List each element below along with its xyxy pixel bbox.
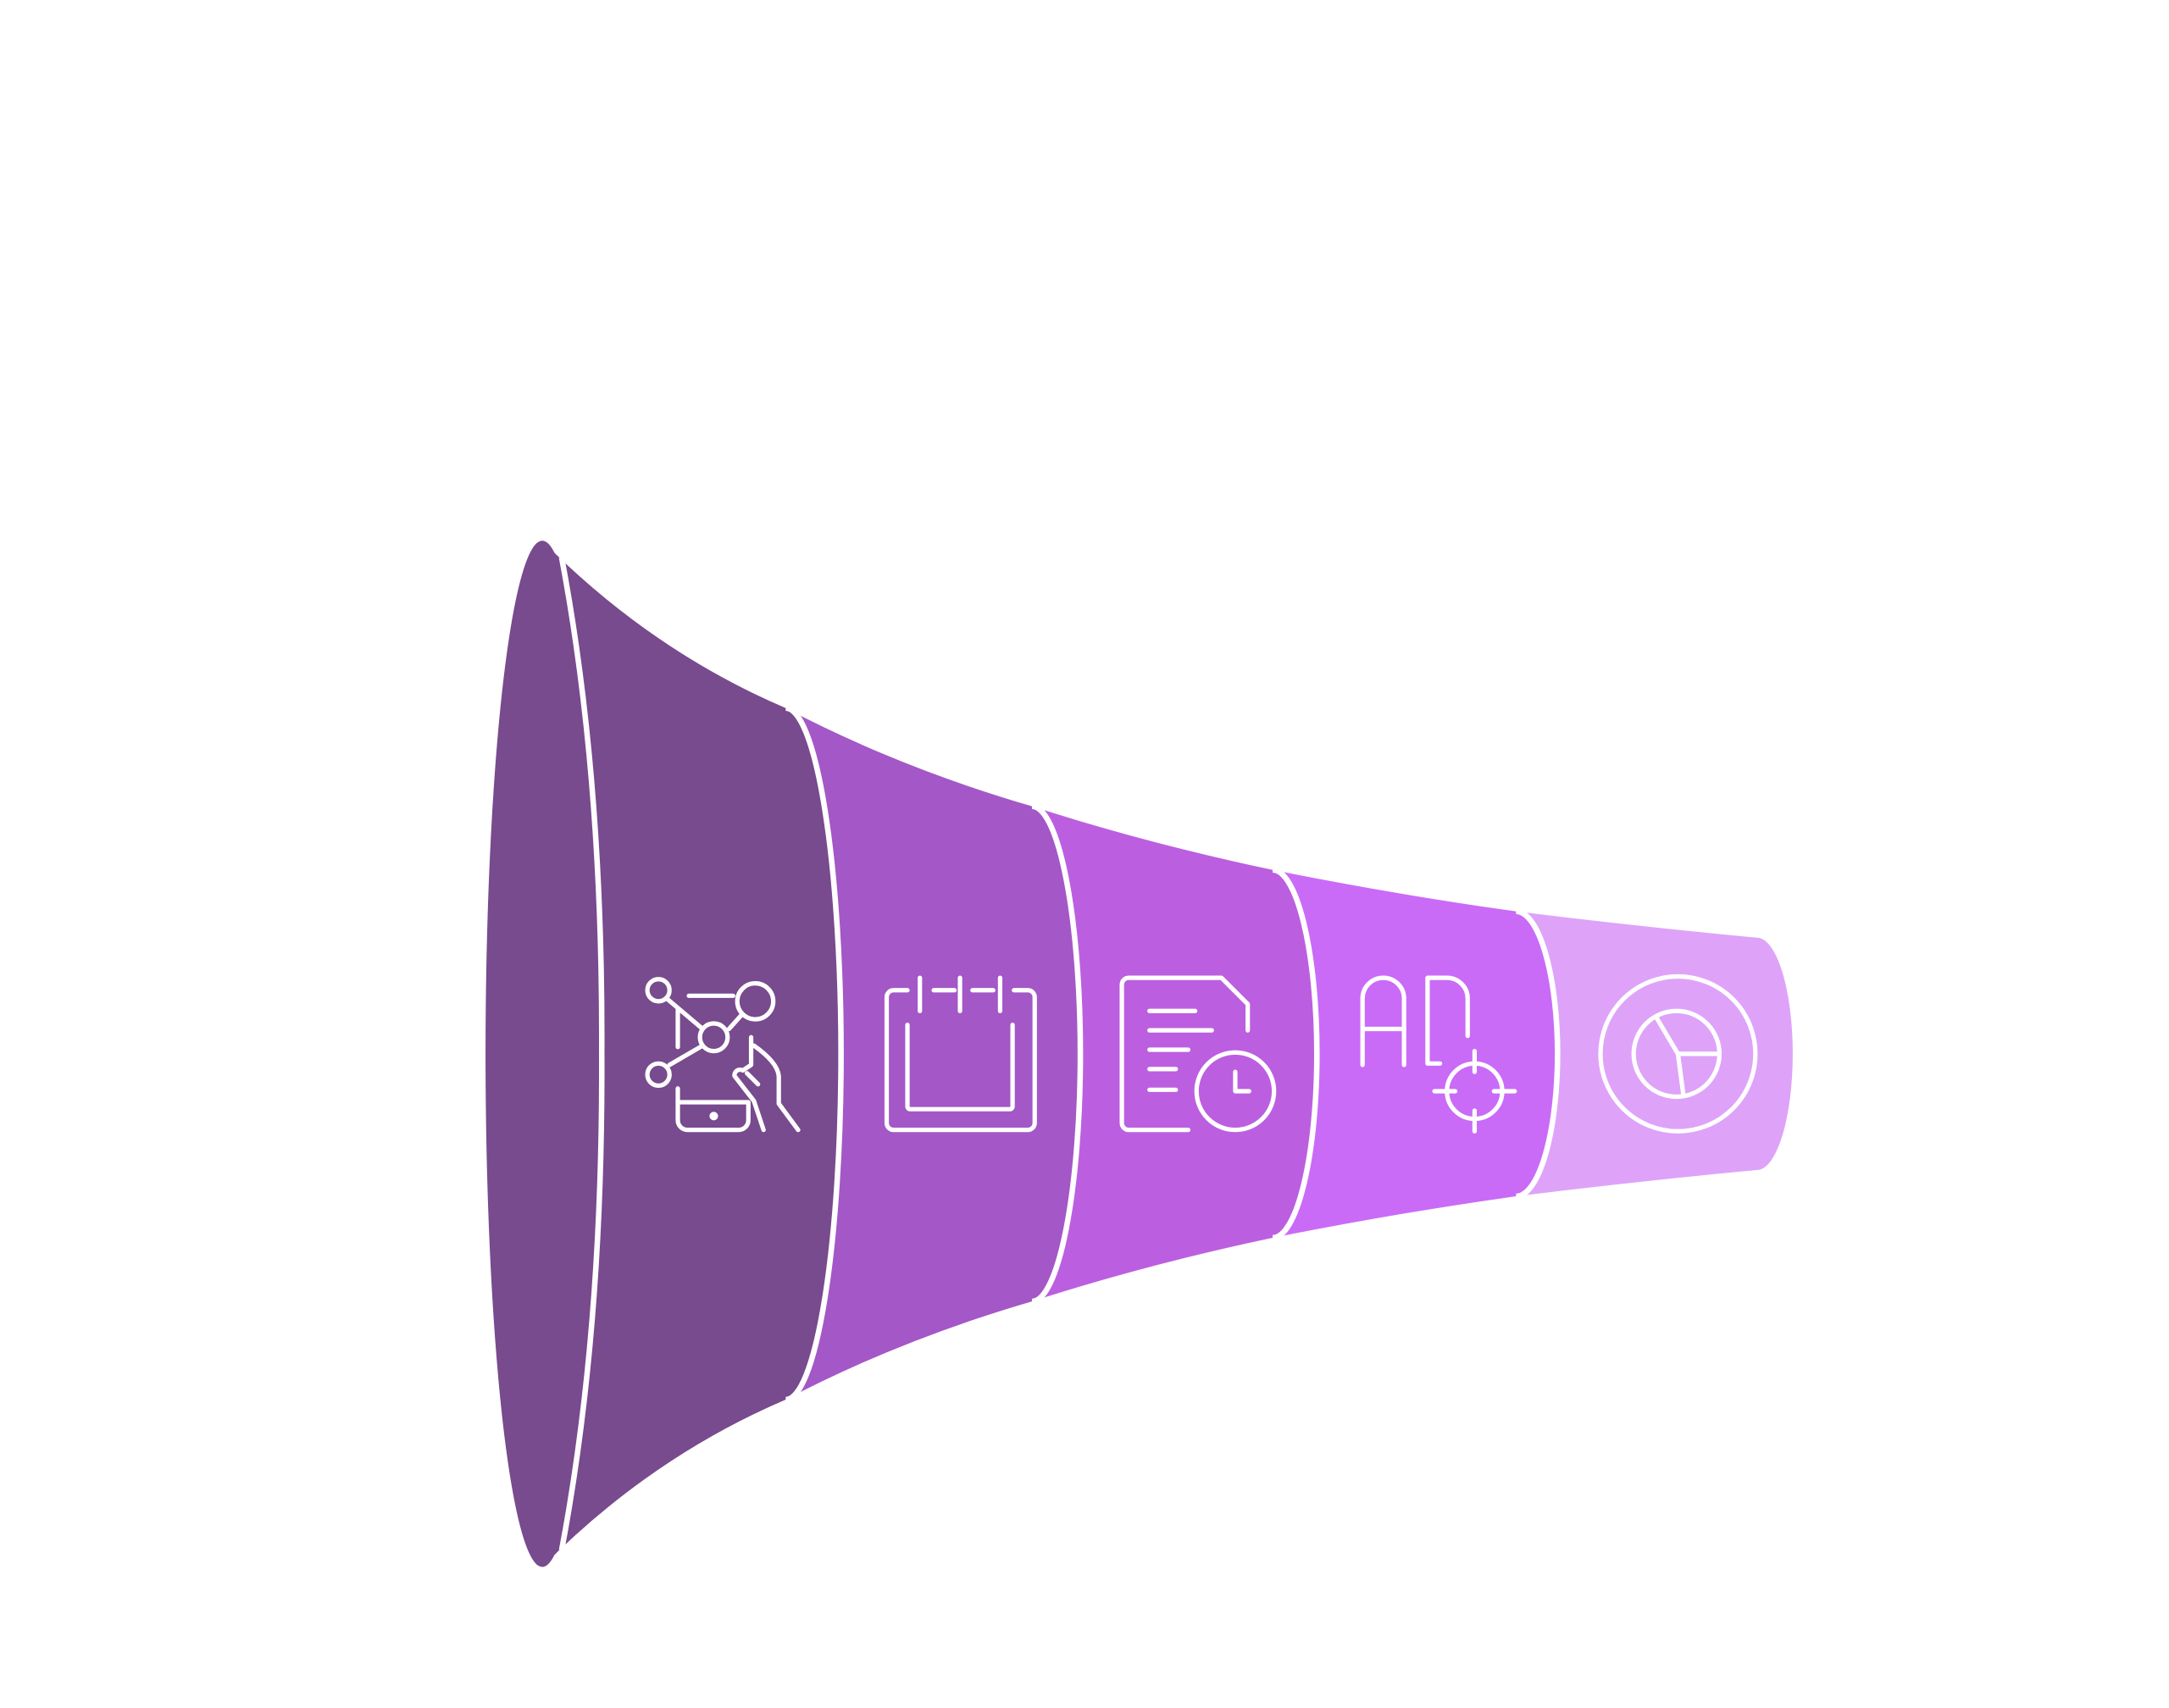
funnel-mouth-rim: [558, 557, 605, 1551]
segment-separator: [1031, 803, 1084, 1305]
funnel-segment-2: [785, 707, 1081, 1400]
pie-chart-icon: [1598, 973, 1758, 1134]
funnel-segment-5: [1516, 911, 1793, 1197]
segment-separator: [785, 705, 844, 1403]
document-clock-icon: [1119, 975, 1277, 1133]
ad-target-icon: [1360, 975, 1517, 1134]
funnel-segment-3: [1031, 806, 1317, 1302]
segment-separator: [1272, 867, 1320, 1241]
funnel-icons: [645, 973, 1758, 1134]
calendar-icon: [884, 975, 1037, 1133]
network-analysis-person-icon: [645, 977, 801, 1133]
segment-separator: [1516, 908, 1561, 1200]
funnel-segment-4: [1273, 869, 1558, 1238]
funnel-segments: [485, 541, 1793, 1567]
funnel-mouth: [485, 541, 599, 1567]
